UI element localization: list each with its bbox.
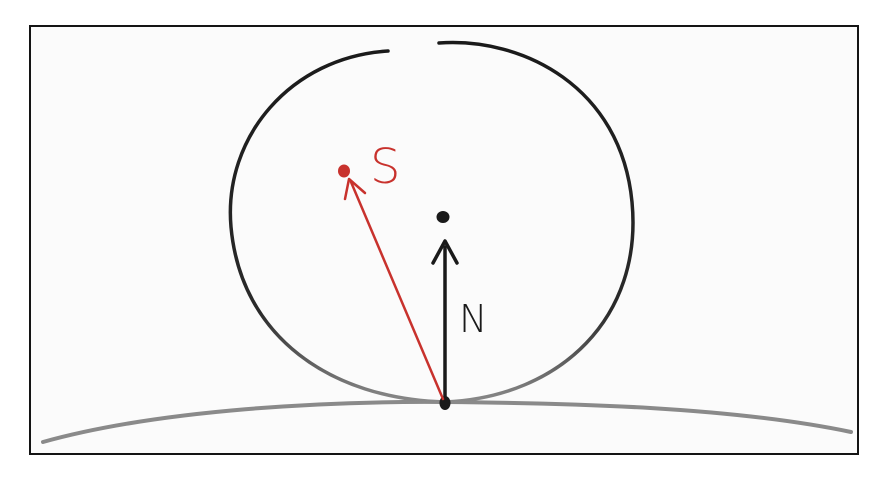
hemisphere-sampling-diagram: S N bbox=[41, 40, 853, 444]
surface-hit-point bbox=[439, 396, 451, 410]
sample-vector-shaft bbox=[349, 180, 445, 401]
sphere-center-point bbox=[436, 211, 450, 223]
sample-point bbox=[338, 164, 350, 178]
normal-label: N bbox=[459, 297, 487, 341]
sample-label: S bbox=[370, 139, 400, 195]
diagram-frame: S N bbox=[29, 25, 859, 455]
sample-vector-arrowhead bbox=[343, 177, 367, 201]
normal-vector-arrowhead bbox=[431, 239, 459, 265]
unit-sphere-outline bbox=[228, 40, 635, 404]
